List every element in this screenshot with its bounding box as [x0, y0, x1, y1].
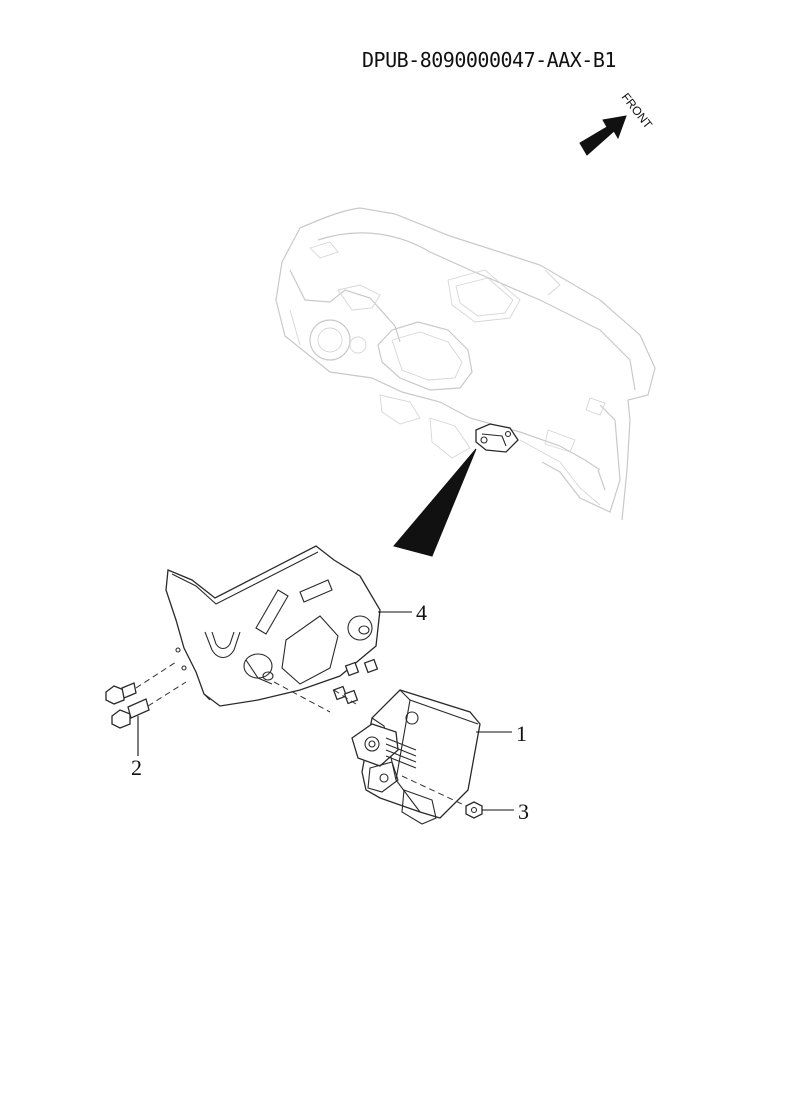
callout-number: 3 — [518, 799, 529, 824]
control-module — [273, 681, 481, 825]
callout-4: 4 — [378, 600, 427, 625]
instrument-panel-context — [275, 207, 656, 521]
callout-number: 4 — [416, 600, 427, 625]
callout-1: 1 — [476, 721, 527, 746]
bolt-upper — [105, 682, 137, 705]
nut — [465, 801, 483, 819]
front-direction-indicator: FRONT — [579, 90, 656, 156]
callout-2: 2 — [131, 716, 142, 780]
bolt-lower — [111, 698, 150, 729]
mounting-bracket — [165, 545, 381, 707]
front-direction-arrow-icon — [579, 115, 627, 156]
module-location-marker — [475, 423, 519, 453]
detail-pointer-icon — [393, 448, 477, 557]
callout-3: 3 — [482, 799, 529, 824]
callout-number: 1 — [516, 721, 527, 746]
bolt-set — [105, 661, 187, 729]
document-code: DPUB-8090000047-AAX-B1 — [362, 48, 616, 72]
callout-number: 2 — [131, 755, 142, 780]
front-label: FRONT — [619, 90, 656, 132]
